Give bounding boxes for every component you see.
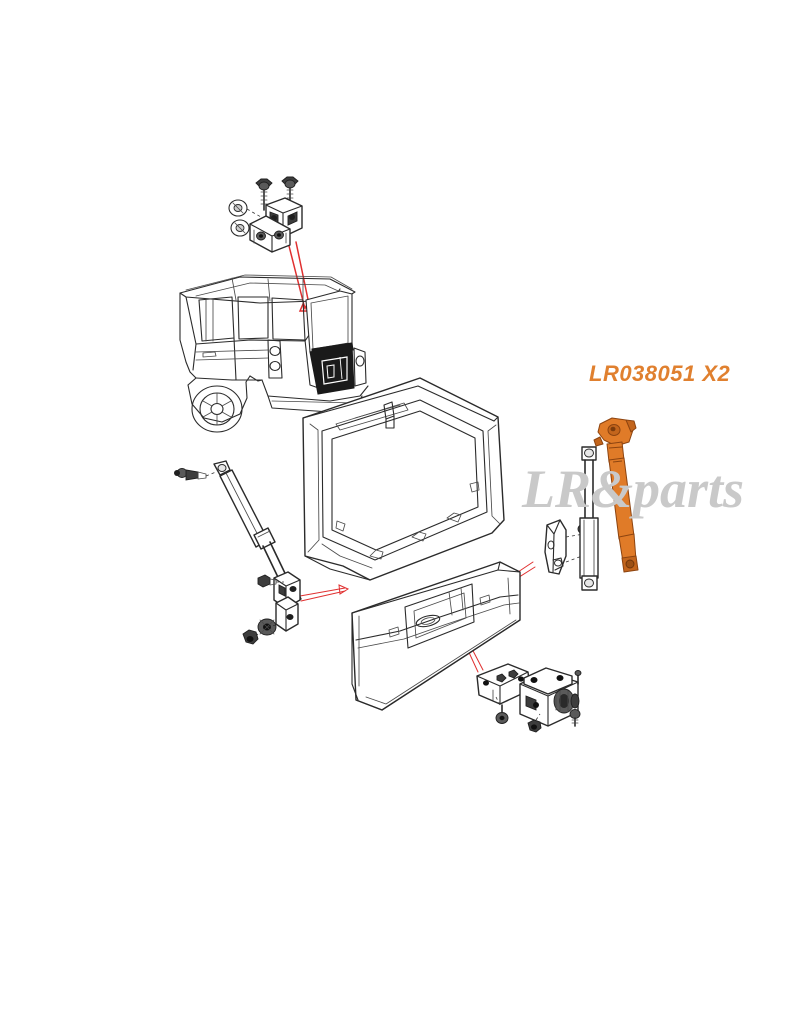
upper-tailgate-panel <box>302 377 505 581</box>
strut-bracket-left <box>242 571 301 645</box>
upper-hinge-assembly <box>228 176 303 253</box>
hinge-washer-lower <box>230 219 250 237</box>
latch-assembly <box>519 667 582 733</box>
gas-strut-right-highlighted <box>593 417 639 573</box>
bracket-nut-lower-left <box>242 629 259 645</box>
latch-actuator <box>553 688 580 714</box>
part-number-label: LR038051 X2 <box>589 361 731 386</box>
leader-bracket-to-tailgate <box>299 584 350 602</box>
leader-hinge-to-roof <box>287 241 311 312</box>
gas-strut-right-plain <box>579 446 599 591</box>
vehicle-rear-view <box>179 274 369 433</box>
hinge-bolt-left <box>255 178 273 211</box>
latch-nut <box>527 719 542 733</box>
bracket-bolt-lower-left <box>257 618 277 636</box>
lower-tailgate-panel <box>351 561 521 711</box>
ball-stud-left <box>174 468 207 481</box>
striker-plate <box>476 663 531 724</box>
hinge-body <box>249 197 303 253</box>
hinge-washer-upper <box>228 199 248 217</box>
latch-bolt-right <box>569 709 581 727</box>
latch-bolt-left <box>495 704 509 724</box>
